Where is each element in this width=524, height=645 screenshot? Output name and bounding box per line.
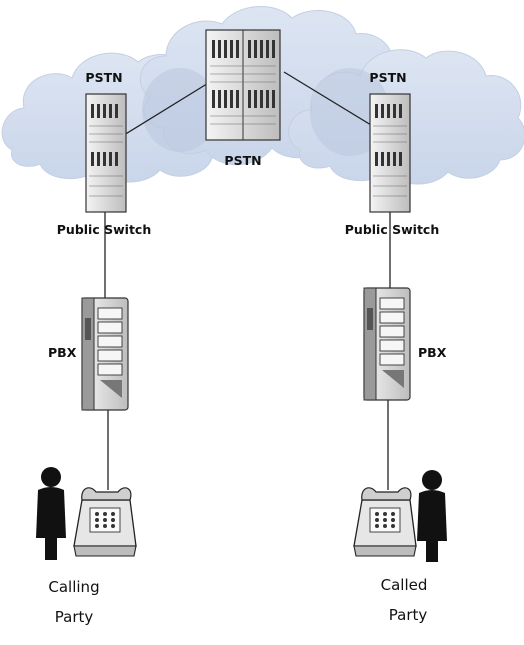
pstn-left-label: PSTN	[85, 70, 122, 85]
left-public-switch-label: Public Switch	[57, 222, 151, 237]
pstn-right-label: PSTN	[369, 70, 406, 85]
connection-lines	[104, 71, 391, 490]
link-left-to-center	[123, 81, 211, 136]
calling-party-label-line1: Calling	[48, 578, 99, 596]
right-public-switch-label: Public Switch	[345, 222, 439, 237]
called-party-label-line1: Called	[381, 576, 428, 594]
left-pbx-unit	[81, 297, 129, 411]
calling-person-icon	[36, 467, 66, 560]
left-pbx-label: PBX	[48, 345, 77, 360]
pstn-core-switch	[205, 29, 281, 141]
called-phone-icon	[353, 487, 417, 557]
right-pbx-label: PBX	[418, 345, 447, 360]
calling-party-label-line2: Party	[55, 608, 94, 626]
pstn-center-label: PSTN	[224, 153, 261, 168]
left-public-switch	[85, 93, 127, 213]
right-public-switch	[369, 93, 411, 213]
link-center-to-right	[283, 71, 377, 129]
right-pbx-unit	[363, 287, 411, 401]
called-person-icon	[417, 470, 447, 562]
calling-phone-icon	[73, 487, 137, 557]
called-party-label-line2: Party	[389, 606, 428, 624]
